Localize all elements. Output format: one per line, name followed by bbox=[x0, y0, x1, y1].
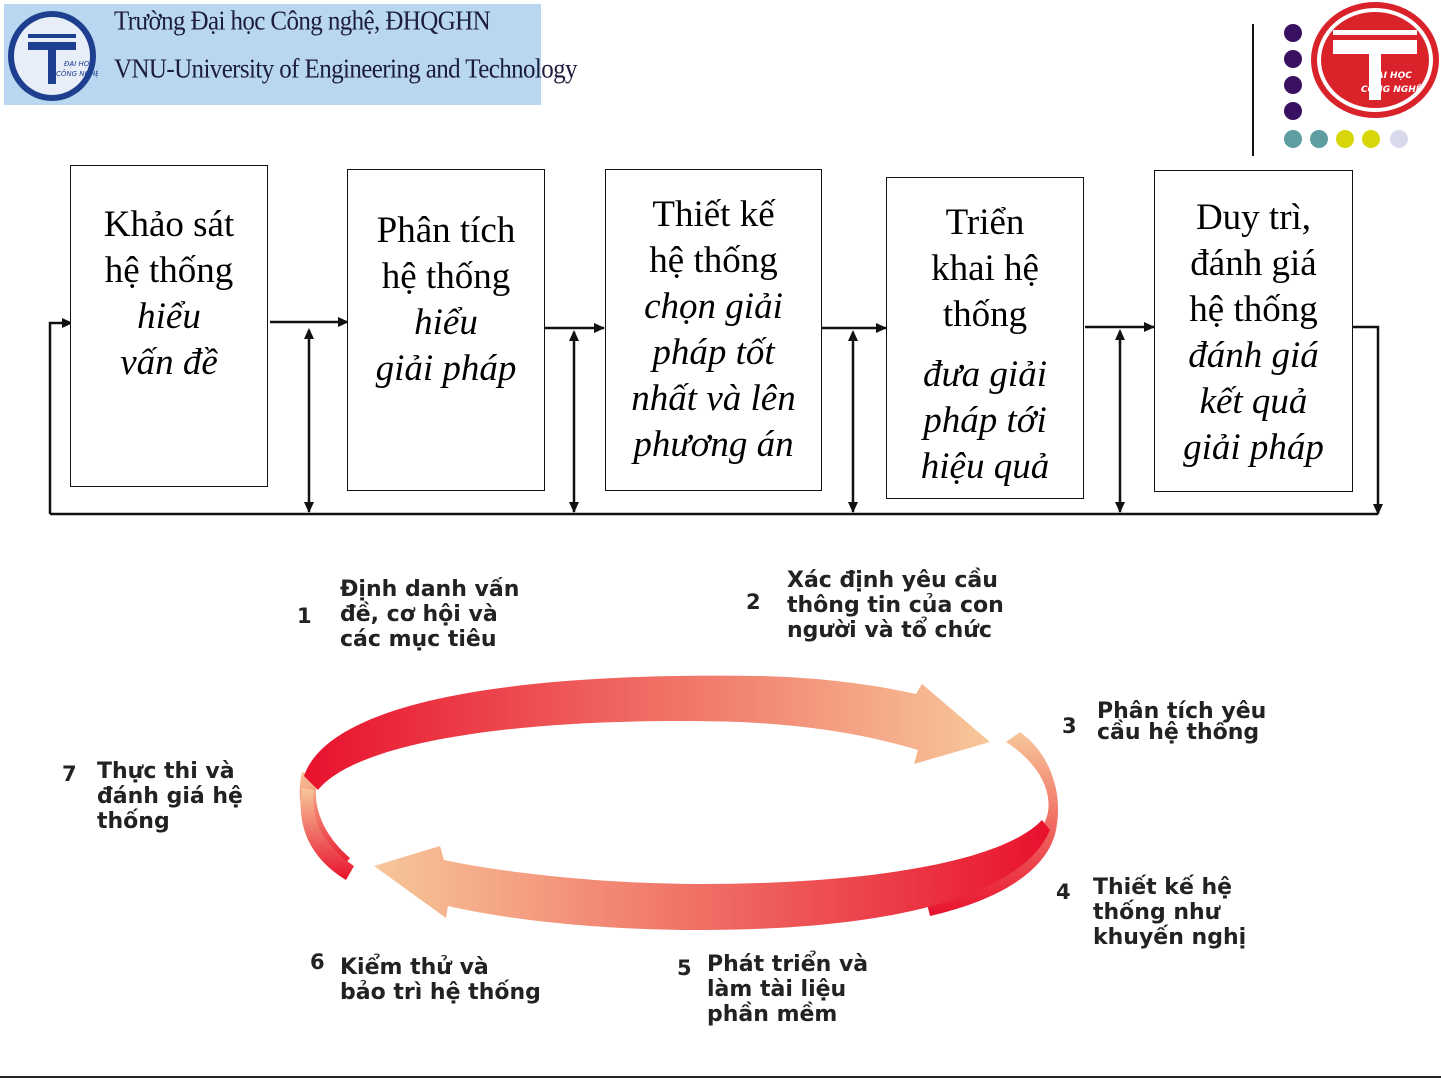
step-description: hiểu vấn đề bbox=[120, 296, 218, 383]
stage-number: 4 bbox=[1056, 880, 1071, 904]
stage-label: Định danh vấn đề, cơ hội và các mục tiêu bbox=[340, 577, 520, 652]
step-box-maintenance: Duy trì, đánh giá hệ thống đánh giá kết … bbox=[1154, 170, 1353, 492]
step-description: đưa giải pháp tới hiệu quả bbox=[920, 354, 1050, 487]
step-title: Phân tích hệ thống bbox=[376, 210, 516, 297]
stage-label: Phát triển và làm tài liệu phần mềm bbox=[707, 952, 869, 1027]
svg-text:CÔNG NGHỆ: CÔNG NGHỆ bbox=[1361, 84, 1423, 95]
stage-number: 1 bbox=[297, 604, 312, 628]
decorative-dot bbox=[1310, 130, 1328, 148]
step-description: đánh giá kết quả giải pháp bbox=[1183, 335, 1324, 468]
svg-text:ĐẠI HỌC: ĐẠI HỌC bbox=[64, 60, 94, 68]
decorative-dot bbox=[1284, 24, 1302, 42]
stage-label: Thực thi và đánh giá hệ thống bbox=[97, 759, 243, 834]
faculty-logo: ĐẠI HỌC CÔNG NGHỆ bbox=[1311, 2, 1439, 118]
step-title: Triển khai hệ thống bbox=[931, 202, 1039, 335]
step-box-survey: Khảo sát hệ thống hiểu vấn đề bbox=[70, 165, 268, 487]
decorative-dot bbox=[1284, 102, 1302, 120]
step-box-deployment: Triển khai hệ thống đưa giải pháp tới hi… bbox=[886, 177, 1084, 499]
step-title: Khảo sát hệ thống bbox=[103, 204, 235, 291]
stage-number: 3 bbox=[1062, 714, 1077, 738]
stage-number: 5 bbox=[677, 956, 692, 980]
university-name-vn: Trường Đại học Công nghệ, ĐHQGHN bbox=[114, 6, 491, 37]
stage-label: Kiểm thử và bảo trì hệ thống bbox=[340, 955, 541, 1005]
decorative-dot bbox=[1362, 130, 1380, 148]
decorative-dot bbox=[1284, 130, 1302, 148]
step-description: chọn giải pháp tốt nhất và lên phương án bbox=[631, 286, 796, 465]
stage-number: 2 bbox=[746, 590, 761, 614]
decorative-dot bbox=[1284, 76, 1302, 94]
step-description: hiểu giải pháp bbox=[375, 302, 517, 389]
header-divider bbox=[1252, 24, 1254, 156]
decorative-dot bbox=[1390, 130, 1408, 148]
stage-label: Phân tích yêu cầu hệ thống bbox=[1097, 699, 1267, 745]
svg-text:CÔNG NGHỆ: CÔNG NGHỆ bbox=[56, 69, 98, 78]
svg-text:ĐẠI HỌC: ĐẠI HỌC bbox=[1368, 71, 1412, 81]
university-name-en: VNU-University of Engineering and Techno… bbox=[114, 54, 578, 85]
step-box-analysis: Phân tích hệ thống hiểu giải pháp bbox=[347, 169, 545, 491]
stage-label: Xác định yêu cầu thông tin của con người… bbox=[787, 568, 1004, 643]
university-logo: ĐẠI HỌC CÔNG NGHỆ bbox=[8, 11, 98, 101]
stage-number: 7 bbox=[62, 762, 77, 786]
sdlc-cycle-ring bbox=[299, 675, 1059, 930]
flow-connectors bbox=[48, 317, 1383, 516]
decorative-dot bbox=[1336, 130, 1354, 148]
header-banner: ĐẠI HỌC CÔNG NGHỆ Trường Đại học Công ng… bbox=[4, 4, 578, 105]
stage-label: Thiết kế hệ thống như khuyến nghị bbox=[1093, 875, 1247, 950]
stage-number: 6 bbox=[310, 950, 325, 974]
step-title: Duy trì, đánh giá hệ thống bbox=[1189, 197, 1318, 330]
step-title: Thiết kế hệ thống bbox=[649, 194, 778, 281]
step-box-design: Thiết kế hệ thống chọn giải pháp tốt nhấ… bbox=[605, 169, 822, 491]
decorative-dot bbox=[1284, 50, 1302, 68]
footer-divider bbox=[0, 1076, 1441, 1078]
